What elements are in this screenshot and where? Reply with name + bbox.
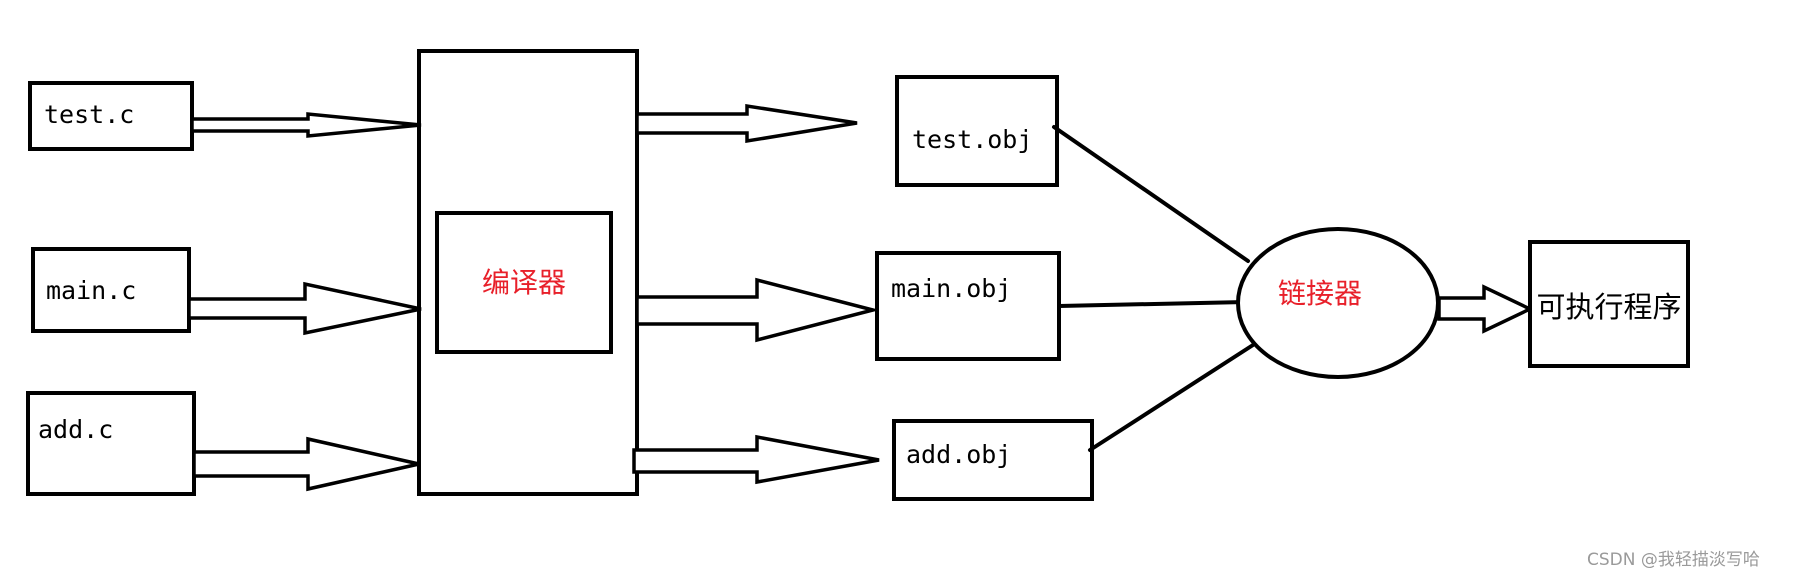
watermark-text: CSDN @我轻描淡写哈 <box>1587 550 1760 570</box>
arrow-test-c-to-compiler <box>190 112 422 138</box>
source-box-add-c <box>26 391 196 496</box>
arrow-compiler-to-test-obj <box>635 103 858 144</box>
object-box-add-obj <box>892 419 1094 501</box>
executable-label: 可执行程序 <box>1536 290 1681 324</box>
arrow-linker-to-executable <box>1437 284 1535 334</box>
object-label-main-obj: main.obj <box>891 274 1011 303</box>
arrow-add-c-to-compiler <box>192 436 420 492</box>
compiler-inner-box <box>435 211 613 354</box>
object-box-test-obj <box>895 75 1059 187</box>
arrow-compiler-to-add-obj <box>632 434 880 485</box>
object-label-test-obj: test.obj <box>912 125 1032 154</box>
arrow-main-c-to-compiler <box>187 281 422 336</box>
source-box-main-c <box>31 247 191 333</box>
source-label-main-c: main.c <box>46 276 136 305</box>
link-main-obj-to-linker <box>1057 300 1248 308</box>
executable-box <box>1528 240 1690 368</box>
source-label-add-c: add.c <box>38 415 113 444</box>
source-box-test-c <box>28 81 194 151</box>
linker-label: 链接器 <box>1278 277 1362 310</box>
link-test-obj-to-linker <box>1052 125 1250 263</box>
link-add-obj-to-linker <box>1088 343 1255 452</box>
object-box-main-obj <box>875 251 1061 361</box>
arrow-compiler-to-main-obj <box>635 277 880 343</box>
compiler-label: 编译器 <box>482 266 566 299</box>
object-label-add-obj: add.obj <box>906 440 1011 469</box>
source-label-test-c: test.c <box>44 100 134 129</box>
